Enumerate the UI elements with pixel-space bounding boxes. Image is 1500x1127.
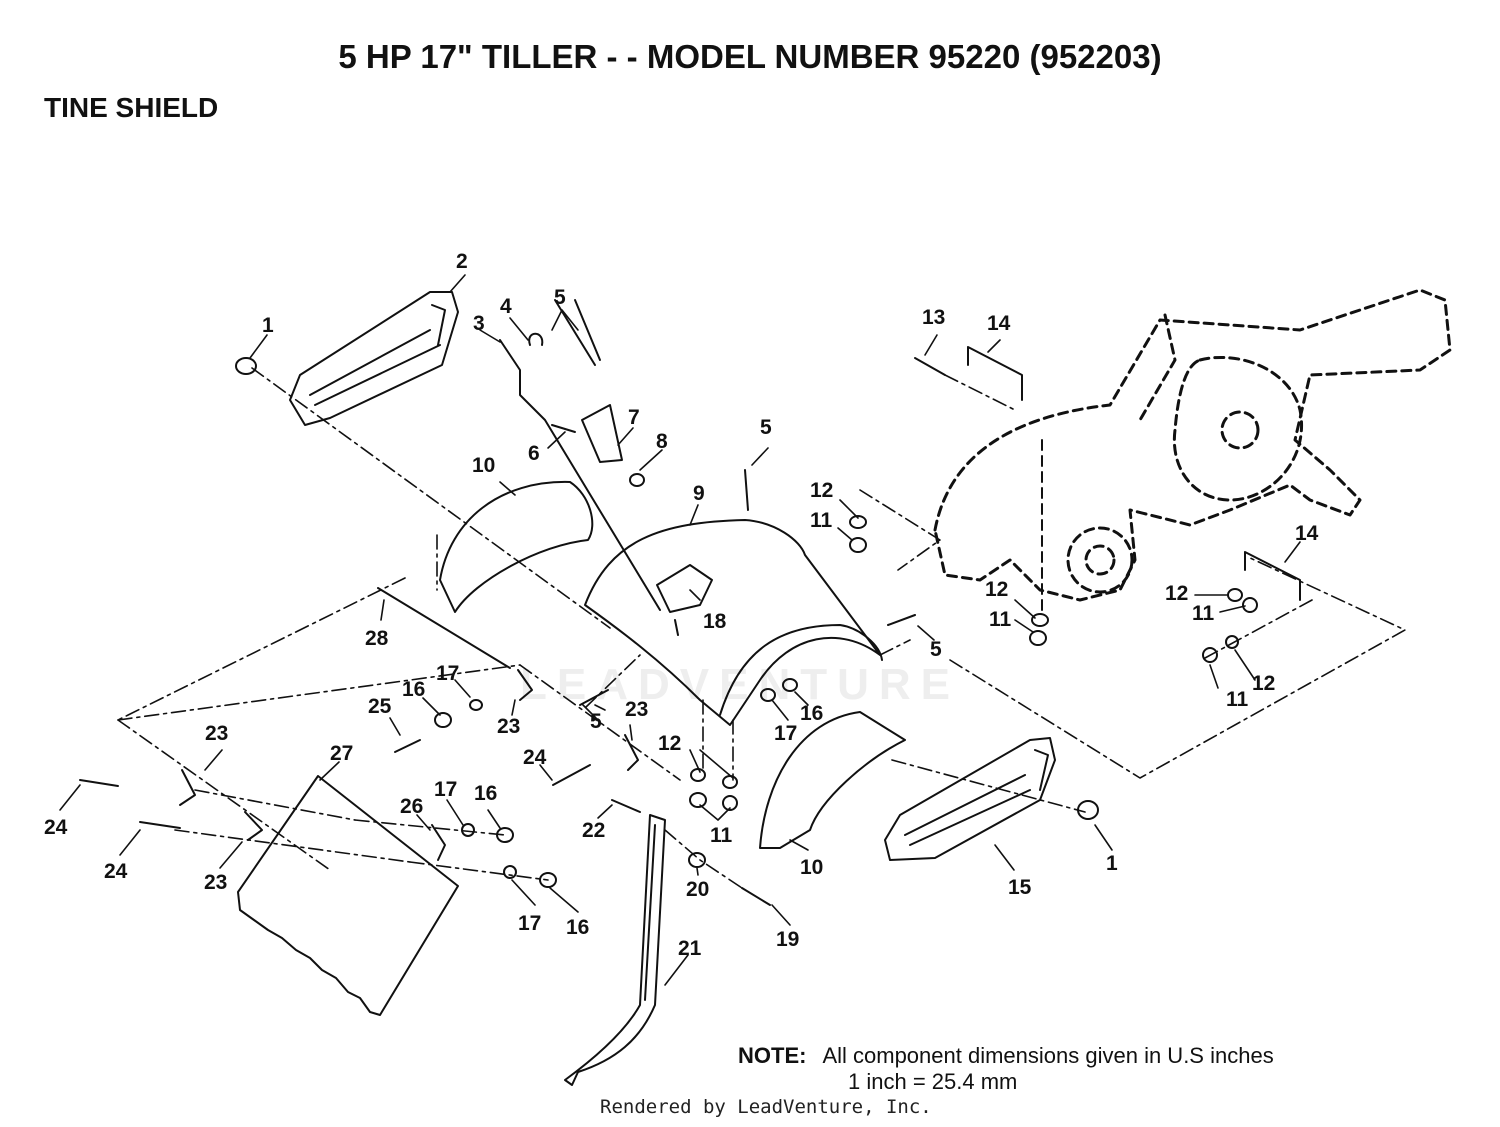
- callout-25: 25: [368, 695, 392, 718]
- diagram-title: 5 HP 17" TILLER - - MODEL NUMBER 95220 (…: [338, 38, 1162, 75]
- callout-5: 5: [554, 286, 566, 309]
- callout-23: 23: [625, 698, 648, 721]
- callout-9: 9: [693, 482, 705, 505]
- note-label: NOTE:: [738, 1043, 807, 1068]
- callout-10: 10: [472, 454, 495, 477]
- callout-26: 26: [400, 795, 423, 818]
- tine-hood: [584, 519, 881, 726]
- deflector-left: [439, 480, 594, 613]
- callout-12: 12: [985, 578, 1008, 601]
- callout-7: 7: [628, 406, 640, 429]
- callout-10: 10: [800, 856, 823, 879]
- depth-bar: [564, 814, 666, 1086]
- callout-12: 12: [1165, 582, 1188, 605]
- callout-1: 1: [262, 314, 274, 337]
- callout-27: 27: [330, 742, 353, 765]
- callout-24: 24: [523, 746, 547, 769]
- callout-17: 17: [518, 912, 541, 935]
- hardware: [79, 332, 1301, 906]
- note-line-1: All component dimensions given in U.S in…: [822, 1043, 1274, 1068]
- callout-23: 23: [204, 871, 227, 894]
- callout-16: 16: [474, 782, 497, 805]
- control-rod: [499, 339, 661, 611]
- callout-17: 17: [436, 662, 459, 685]
- callout-12: 12: [1252, 672, 1275, 695]
- callout-12: 12: [658, 732, 681, 755]
- callout-labels: 1 1 2 3 4 5 5 5 5 6 7 8 9 10 10 11 11 11…: [44, 250, 1319, 960]
- callout-16: 16: [800, 702, 823, 725]
- callout-11: 11: [1226, 688, 1249, 711]
- callout-23: 23: [205, 722, 228, 745]
- callout-15: 15: [1008, 876, 1032, 899]
- note-line-2: 1 inch = 25.4 mm: [848, 1069, 1018, 1094]
- callout-6: 6: [528, 442, 540, 465]
- callout-12: 12: [810, 479, 833, 502]
- callout-8: 8: [656, 430, 668, 453]
- callout-2: 2: [456, 250, 468, 273]
- callout-11: 11: [810, 509, 833, 532]
- side-shield-left: [289, 291, 459, 426]
- callout-17: 17: [434, 778, 457, 801]
- callout-5: 5: [590, 710, 602, 733]
- callout-11: 11: [1192, 602, 1215, 625]
- callout-1: 1: [1106, 852, 1118, 875]
- callout-16: 16: [566, 916, 589, 939]
- callout-5: 5: [930, 638, 942, 661]
- callout-18: 18: [703, 610, 727, 633]
- callout-22: 22: [582, 819, 605, 842]
- callout-16: 16: [402, 678, 425, 701]
- callout-11: 11: [710, 824, 733, 847]
- callout-28: 28: [365, 627, 389, 650]
- side-shield-right: [884, 737, 1056, 861]
- deflector-right: [759, 711, 906, 849]
- callout-13: 13: [922, 306, 945, 329]
- dimension-note: NOTE: All component dimensions given in U…: [738, 1043, 1274, 1095]
- callout-leaders: [59, 274, 1301, 986]
- callout-19: 19: [776, 928, 799, 951]
- section-title: TINE SHIELD: [44, 92, 219, 123]
- callout-23: 23: [497, 715, 520, 738]
- callout-5: 5: [760, 416, 772, 439]
- tiller-frame-outline: [933, 288, 1452, 602]
- render-credit: Rendered by LeadVenture, Inc.: [600, 1096, 932, 1118]
- callout-3: 3: [473, 312, 485, 335]
- callout-14: 14: [1295, 522, 1319, 545]
- callout-17: 17: [774, 722, 797, 745]
- callout-24: 24: [44, 816, 68, 839]
- callout-4: 4: [500, 295, 512, 318]
- drag-shield: [237, 775, 459, 1016]
- alignment-lines: [117, 367, 1406, 889]
- callout-11: 11: [989, 608, 1012, 631]
- callout-24: 24: [104, 860, 128, 883]
- callout-20: 20: [686, 878, 709, 901]
- callout-14: 14: [987, 312, 1011, 335]
- callout-21: 21: [678, 937, 702, 960]
